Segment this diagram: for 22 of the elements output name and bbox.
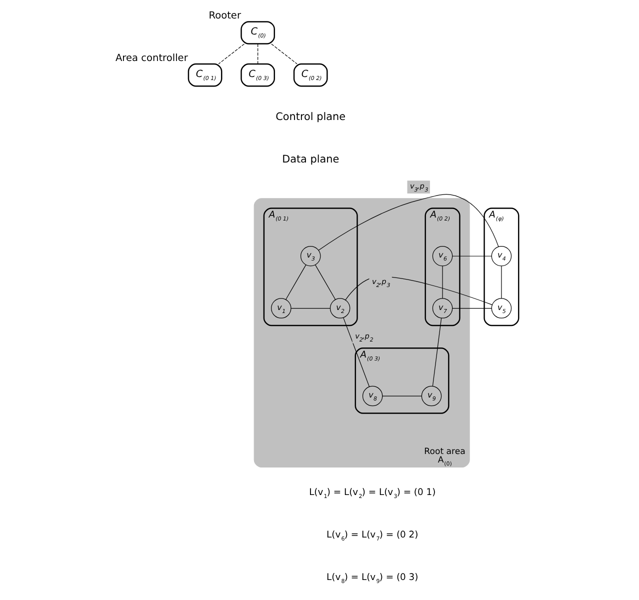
- connector: [271, 44, 298, 64]
- connector: [290, 308, 330, 309]
- connector: [315, 264, 336, 300]
- connector: [218, 44, 245, 64]
- connector: [442, 266, 443, 299]
- connector: [286, 264, 306, 300]
- label: L(v$_{6}$) = L(v$_{7}$) = (0 2): [326, 529, 418, 542]
- node-label: Rooter: [208, 10, 241, 22]
- node-label: Area controller: [115, 52, 188, 64]
- connector: [343, 317, 370, 387]
- connector: [501, 266, 502, 299]
- node-box: C$_{(0 3)}$: [240, 63, 275, 87]
- label: L(v$_{8}$) = L(v$_{9}$) = (0 3): [326, 572, 418, 585]
- label: Control plane: [276, 110, 346, 123]
- connector: [318, 194, 499, 251]
- label: L(v$_{1}$) = L(v$_{2}$) = L(v$_{3}$) = (0 1): [309, 487, 436, 500]
- node-box: C$_{(0)}$: [240, 21, 275, 44]
- connector: [452, 308, 492, 309]
- connector: [432, 318, 442, 387]
- label: Data plane: [282, 153, 340, 166]
- node-box: C$_{(0 2)}$: [293, 63, 328, 87]
- node-box: C$_{(0 1)}$: [188, 63, 222, 87]
